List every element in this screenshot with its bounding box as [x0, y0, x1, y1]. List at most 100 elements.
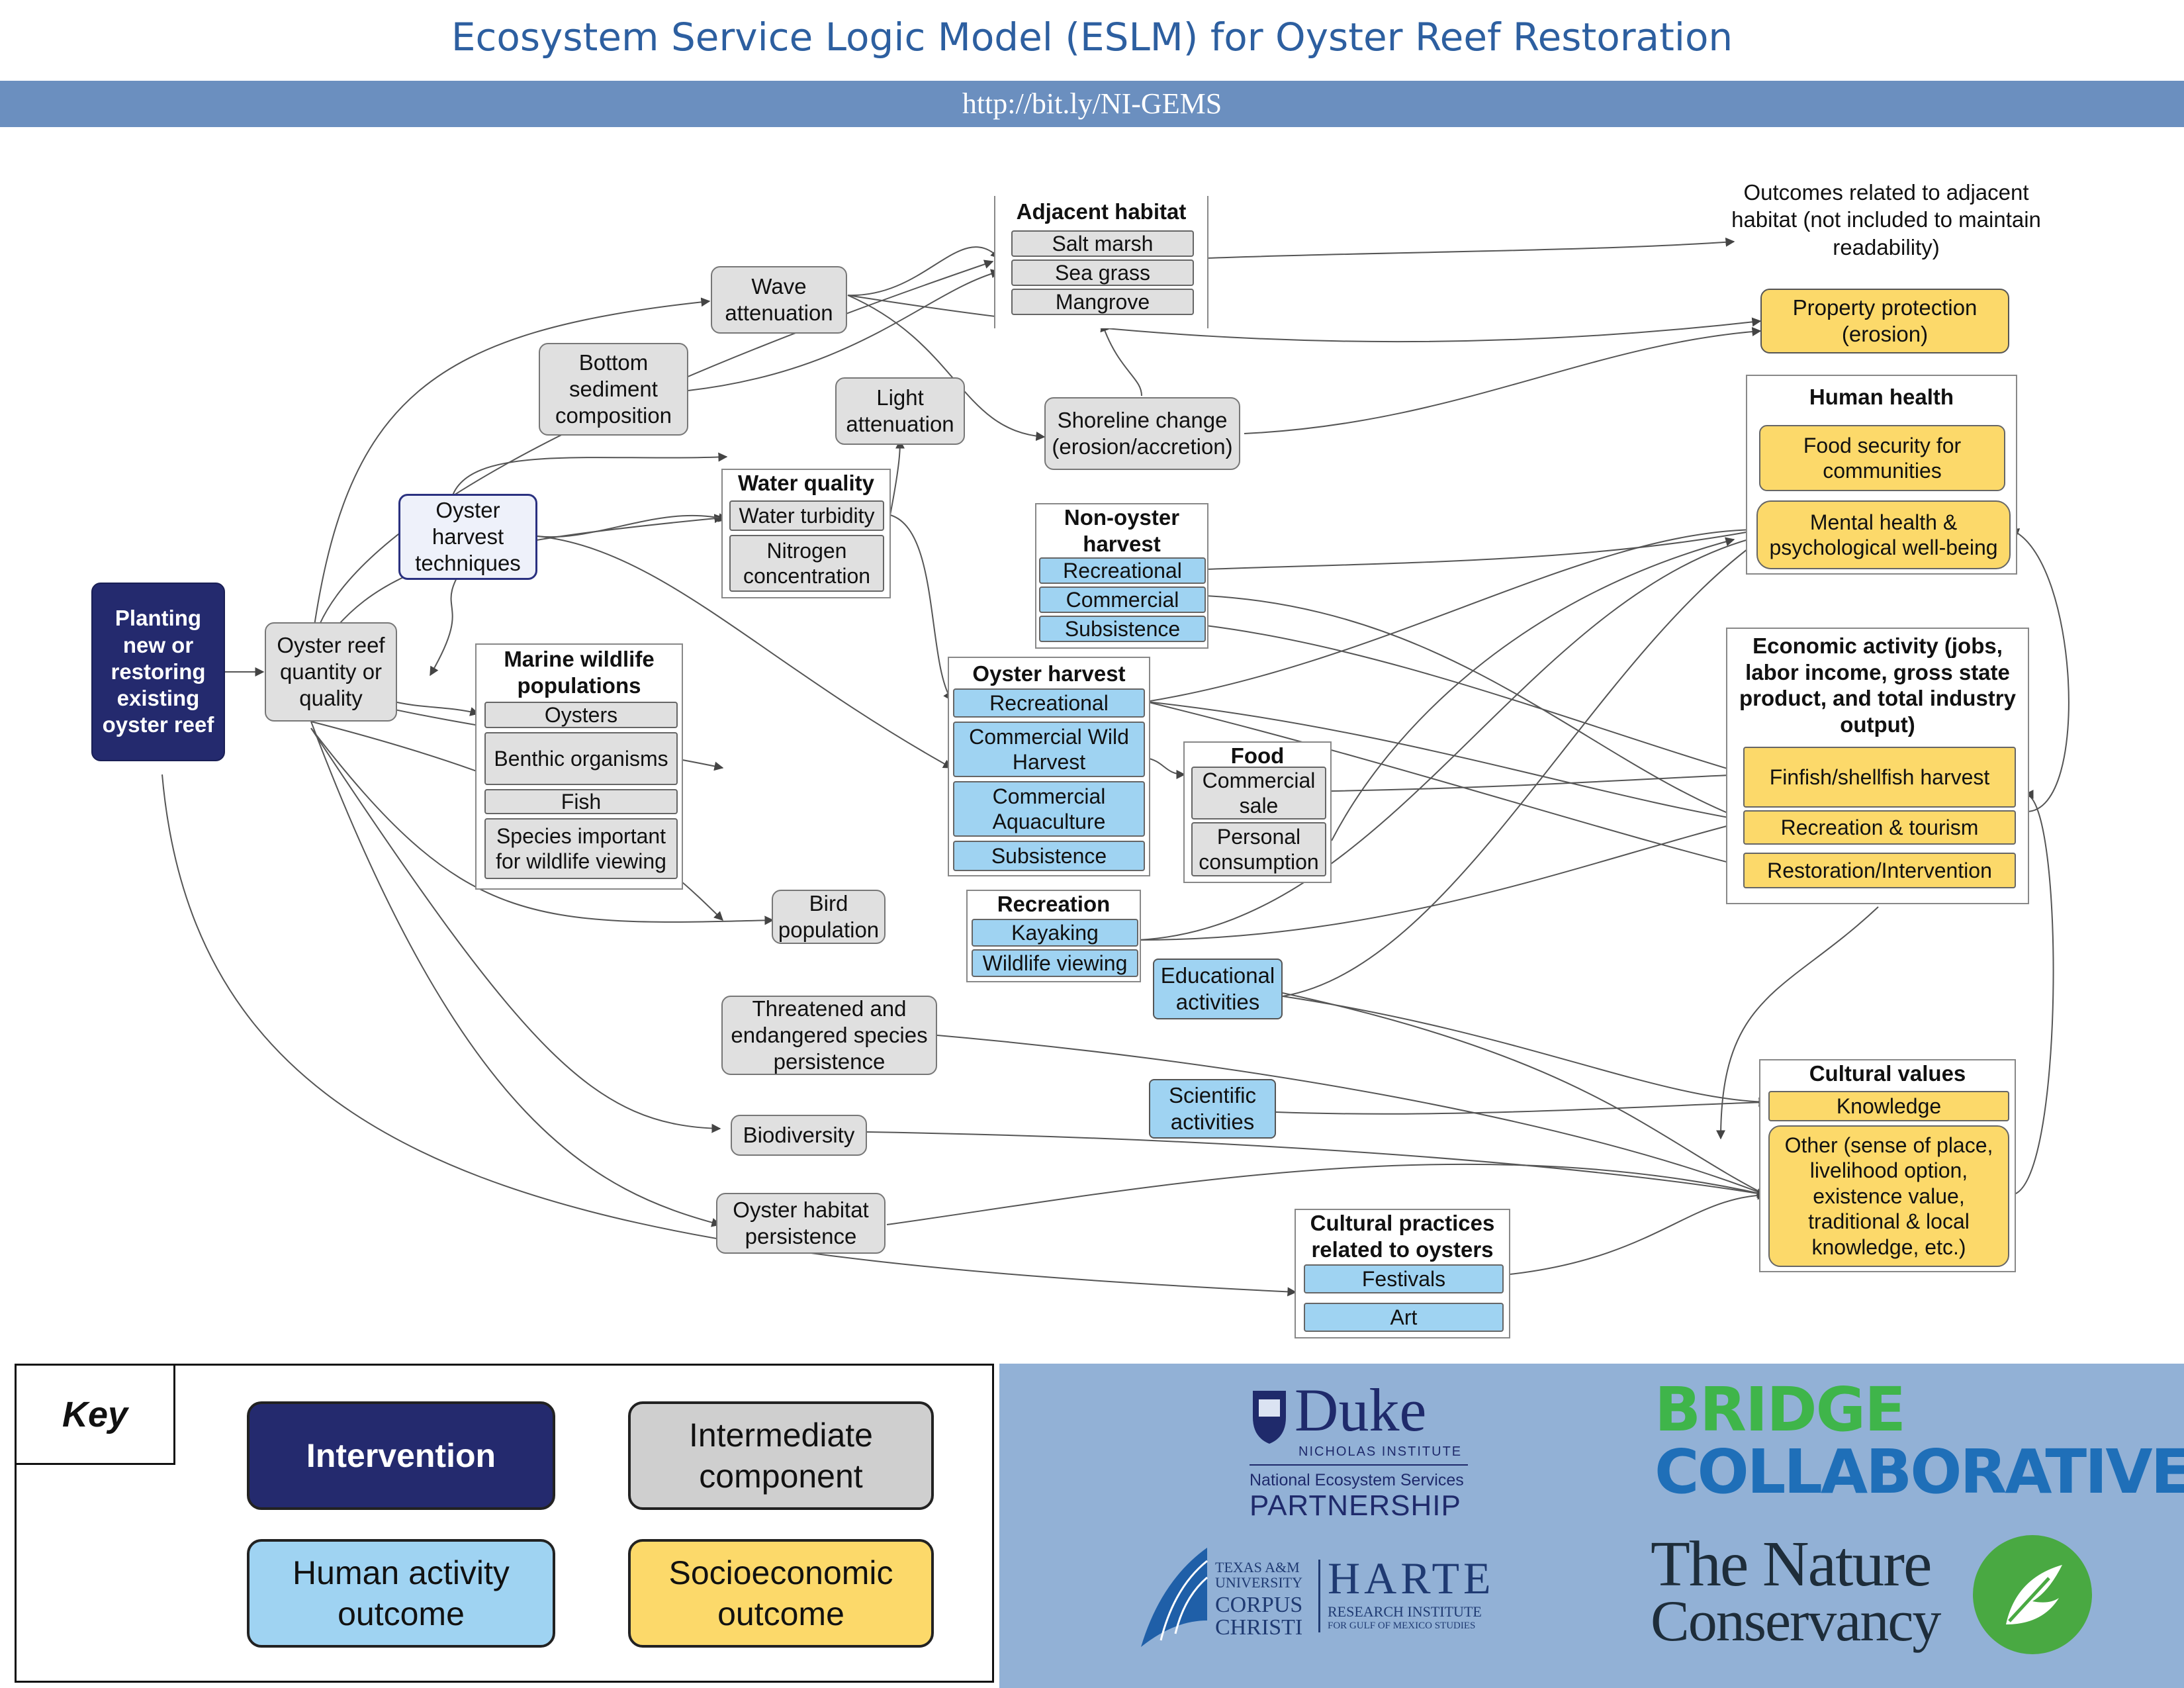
edge — [886, 1163, 1767, 1225]
commercial-aquaculture-item[interactable]: Commercial Aquaculture — [953, 781, 1145, 837]
edge — [1510, 1190, 1767, 1275]
harvest-techniques-node[interactable]: Oyster harvest techniques — [398, 494, 537, 580]
planting-intervention[interactable]: Planting new or restoring existing oyste… — [91, 583, 225, 761]
nitrogen-item[interactable]: Nitrogen concentration — [729, 535, 884, 592]
edge — [2009, 528, 2070, 812]
non-oyster-recreational-item[interactable]: Recreational — [1039, 557, 1206, 584]
edge — [1205, 595, 1749, 823]
tnc-line2: Conservancy — [1651, 1589, 1941, 1654]
edge — [537, 513, 728, 538]
art-item[interactable]: Art — [1304, 1303, 1504, 1332]
harte-institute-logo[interactable]: TEXAS A&M UNIVERSITY CORPUS CHRISTI HART… — [1134, 1541, 1492, 1660]
wildlife-species-item[interactable]: Species important for wildlife viewing — [484, 818, 678, 879]
legend-key: Key Intervention Intermediate component … — [15, 1364, 994, 1683]
non-oyster-harvest-group: Non-oyster harvest Recreational Commerci… — [1035, 503, 1208, 649]
commercial-wild-item[interactable]: Commercial Wild Harvest — [953, 722, 1145, 777]
key-intermediate: Intermediate component — [628, 1401, 934, 1510]
duke-logo[interactable]: Duke NICHOLAS INSTITUTE National Ecosyst… — [1250, 1376, 1488, 1522]
water-turbidity-item[interactable]: Water turbidity — [729, 500, 884, 531]
duke-shield-icon — [1253, 1391, 1286, 1444]
edge — [1331, 770, 1749, 792]
oyster-harvest-group: Oyster harvest Recreational Commercial W… — [948, 657, 1150, 876]
oyster-habitat-node[interactable]: Oyster habitat persistence — [716, 1193, 886, 1254]
nature-conservancy-logo[interactable]: The Nature Conservancy — [1651, 1532, 2101, 1677]
edge — [688, 269, 1001, 391]
restoration-intervention-item[interactable]: Restoration/Intervention — [1743, 853, 2016, 888]
edge — [1282, 539, 1762, 997]
edge — [889, 514, 952, 702]
festivals-item[interactable]: Festivals — [1304, 1264, 1504, 1293]
fish-item[interactable]: Fish — [484, 789, 678, 814]
edge — [1205, 526, 1762, 570]
other-cultural-item[interactable]: Other (sense of place, livelihood option… — [1768, 1125, 2009, 1267]
harte-name: HARTE — [1328, 1553, 1495, 1603]
reef-quality-node[interactable]: Oyster reef quantity or quality — [265, 622, 397, 722]
scientific-activities-node[interactable]: Scientific activities — [1149, 1079, 1276, 1139]
edge — [1146, 757, 1186, 779]
finfish-shellfish-item[interactable]: Finfish/shellfish harvest — [1743, 747, 2016, 808]
edge — [847, 246, 1000, 297]
knowledge-item[interactable]: Knowledge — [1768, 1091, 2009, 1121]
water-quality-title: Water quality — [738, 471, 874, 495]
edge — [310, 721, 721, 1227]
human-health-title: Human health — [1809, 385, 1954, 409]
bridge-line1: BRIDGE — [1655, 1374, 1906, 1445]
tamu-line1: TEXAS A&M UNIVERSITY — [1215, 1559, 1302, 1591]
shoreline-change-node[interactable]: Shoreline change (erosion/accretion) — [1044, 397, 1240, 470]
property-protection-node[interactable]: Property protection (erosion) — [1760, 289, 2009, 353]
partner-logos-panel: Duke NICHOLAS INSTITUTE National Ecosyst… — [999, 1364, 2184, 1688]
recreation-tourism-item[interactable]: Recreation & tourism — [1743, 810, 2016, 845]
food-group: Food Commercial sale Personal consumptio… — [1183, 741, 1332, 883]
wildlife-viewing-item[interactable]: Wildlife viewing — [972, 949, 1138, 977]
key-human-activity: Human activity outcome — [247, 1539, 555, 1648]
wave-attenuation-node[interactable]: Wave attenuation — [711, 266, 847, 334]
commercial-sale-item[interactable]: Commercial sale — [1191, 767, 1326, 820]
edge — [1146, 701, 1749, 870]
edge — [537, 536, 953, 769]
threatened-species-node[interactable]: Threatened and endangered species persis… — [721, 996, 937, 1075]
mangrove-item[interactable]: Mangrove — [1011, 289, 1194, 315]
biodiversity-node[interactable]: Biodiversity — [731, 1115, 867, 1156]
non-oyster-subsistence-item[interactable]: Subsistence — [1039, 616, 1206, 642]
edge — [1205, 237, 1735, 259]
personal-consumption-item[interactable]: Personal consumption — [1191, 822, 1326, 876]
bottom-sediment-node[interactable]: Bottom sediment composition — [539, 343, 688, 436]
salt-marsh-item[interactable]: Salt marsh — [1011, 230, 1194, 257]
benthic-item[interactable]: Benthic organisms — [484, 732, 678, 785]
connector-layer — [161, 237, 2070, 1297]
adjacent-outcomes-note: Outcomes related to adjacent habitat (no… — [1731, 180, 2041, 259]
edge — [1282, 992, 1767, 1196]
edge — [1205, 625, 1749, 777]
educational-activities-node[interactable]: Educational activities — [1153, 959, 1283, 1019]
bird-population-node[interactable]: Bird population — [772, 890, 886, 944]
sea-grass-item[interactable]: Sea grass — [1011, 259, 1194, 286]
food-security-item[interactable]: Food security for communities — [1759, 425, 2005, 491]
edge — [1244, 326, 1762, 434]
key-intervention: Intervention — [247, 1401, 555, 1510]
cultural-practices-group: Cultural practices related to oysters Fe… — [1295, 1209, 1510, 1338]
duke-name: Duke — [1295, 1376, 1427, 1444]
nesp-line2: PARTNERSHIP — [1250, 1489, 1461, 1522]
url-banner[interactable]: http://bit.ly/NI-GEMS — [0, 81, 2184, 127]
oyster-subsistence-item[interactable]: Subsistence — [953, 841, 1145, 871]
bridge-collaborative-logo[interactable]: BRIDGE COLLABORATIVE — [1655, 1374, 2184, 1519]
nesp-line1: National Ecosystem Services — [1250, 1471, 1464, 1489]
edge — [1146, 701, 1749, 824]
cultural-practices-title: Cultural practices related to oysters — [1310, 1211, 1495, 1262]
harte-line2: FOR GULF OF MEXICO STUDIES — [1328, 1620, 1476, 1631]
harte-wing-icon — [1141, 1548, 1208, 1647]
kayaking-item[interactable]: Kayaking — [972, 919, 1138, 947]
mental-health-item[interactable]: Mental health & psychological well-being — [1756, 500, 2011, 569]
economic-activity-title: Economic activity (jobs, labor income, g… — [1739, 633, 2016, 737]
edge — [1716, 906, 1879, 1140]
non-oyster-commercial-item[interactable]: Commercial — [1039, 586, 1206, 613]
oysters-item[interactable]: Oysters — [484, 702, 678, 728]
tnc-line1: The Nature — [1651, 1528, 1932, 1600]
oyster-recreational-item[interactable]: Recreational — [953, 688, 1145, 718]
edge — [310, 727, 774, 925]
edge — [1100, 322, 1142, 397]
harte-divider — [1318, 1560, 1320, 1632]
light-attenuation-node[interactable]: Light attenuation — [835, 377, 965, 445]
edge — [847, 295, 1762, 343]
tamu-line2: CORPUS CHRISTI — [1215, 1593, 1303, 1640]
